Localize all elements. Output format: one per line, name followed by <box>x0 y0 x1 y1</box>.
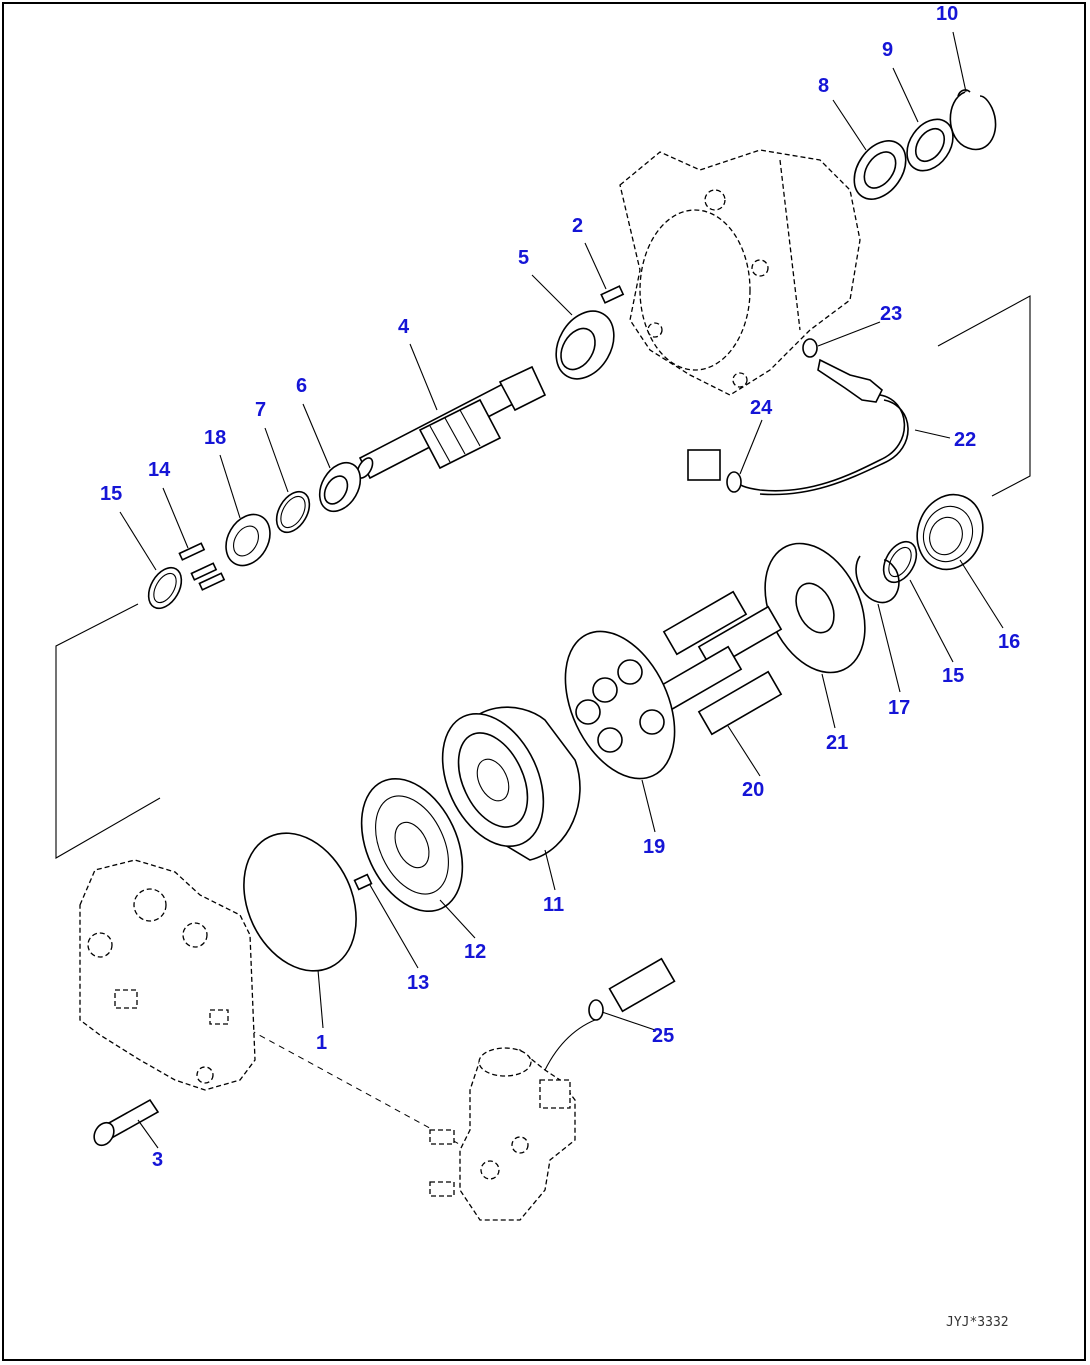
label-6: 6 <box>296 375 307 397</box>
label-14: 14 <box>148 459 171 481</box>
part-7-ring <box>275 490 311 534</box>
label-1: 1 <box>316 1032 327 1054</box>
label-4: 4 <box>398 316 410 338</box>
part-22-sensor-cable <box>734 358 909 496</box>
part-12-valve-plate <box>360 777 464 913</box>
part-14-pins <box>178 542 226 591</box>
label-10: 10 <box>936 3 958 25</box>
part-3-bolt <box>93 1098 160 1147</box>
part-9-washer <box>906 118 954 172</box>
label-8: 8 <box>818 75 829 97</box>
label-19: 19 <box>643 836 665 858</box>
part-1-o-ring <box>243 832 357 972</box>
label-12: 12 <box>464 941 486 963</box>
label-15-left: 15 <box>100 483 122 505</box>
part-15-ring-left <box>147 566 183 610</box>
label-23: 23 <box>880 303 902 325</box>
part-24-connector <box>687 449 742 493</box>
motor-housing <box>619 149 861 396</box>
part-18-retainer <box>225 513 271 567</box>
drawing-code: JYJ*3332 <box>946 1315 1009 1330</box>
part-8-oil-seal <box>853 140 907 200</box>
label-25: 25 <box>652 1025 674 1047</box>
part-13-pin <box>353 873 373 891</box>
label-21: 21 <box>826 732 848 754</box>
label-5: 5 <box>518 247 529 269</box>
part-15-ring-right <box>882 540 918 584</box>
part-4-shaft <box>356 365 547 480</box>
label-16: 16 <box>998 631 1020 653</box>
part-17-snap-ring <box>855 555 900 604</box>
part-20-pistons <box>657 590 783 736</box>
part-11-cylinder-block <box>441 706 581 861</box>
label-22: 22 <box>954 429 976 451</box>
label-7: 7 <box>255 399 266 421</box>
part-2-pin <box>600 285 625 304</box>
part-25-connector <box>588 957 676 1021</box>
assembly-lines <box>55 295 1031 1151</box>
label-9: 9 <box>882 39 893 61</box>
label-3: 3 <box>152 1149 163 1171</box>
part-21-plate <box>764 542 866 674</box>
label-24: 24 <box>750 397 773 419</box>
part-16-spring <box>916 493 984 571</box>
valve-block <box>79 859 256 1091</box>
part-19-holder <box>564 630 676 780</box>
callout-labels: 10 9 8 2 5 23 4 6 24 7 18 22 14 15 16 15… <box>100 3 1020 1171</box>
label-17: 17 <box>888 697 910 719</box>
label-15-right: 15 <box>942 665 964 687</box>
part-6-bearing <box>318 461 362 513</box>
label-20: 20 <box>742 779 764 801</box>
label-11: 11 <box>543 894 564 916</box>
label-2: 2 <box>572 215 583 237</box>
part-23-o-ring <box>802 338 818 358</box>
part-10-snap-ring <box>949 89 997 151</box>
valve-assembly <box>429 1017 601 1221</box>
leader-lines <box>119 31 1004 1149</box>
label-13: 13 <box>407 972 429 994</box>
label-18: 18 <box>204 427 226 449</box>
part-5-bearing <box>555 310 615 380</box>
